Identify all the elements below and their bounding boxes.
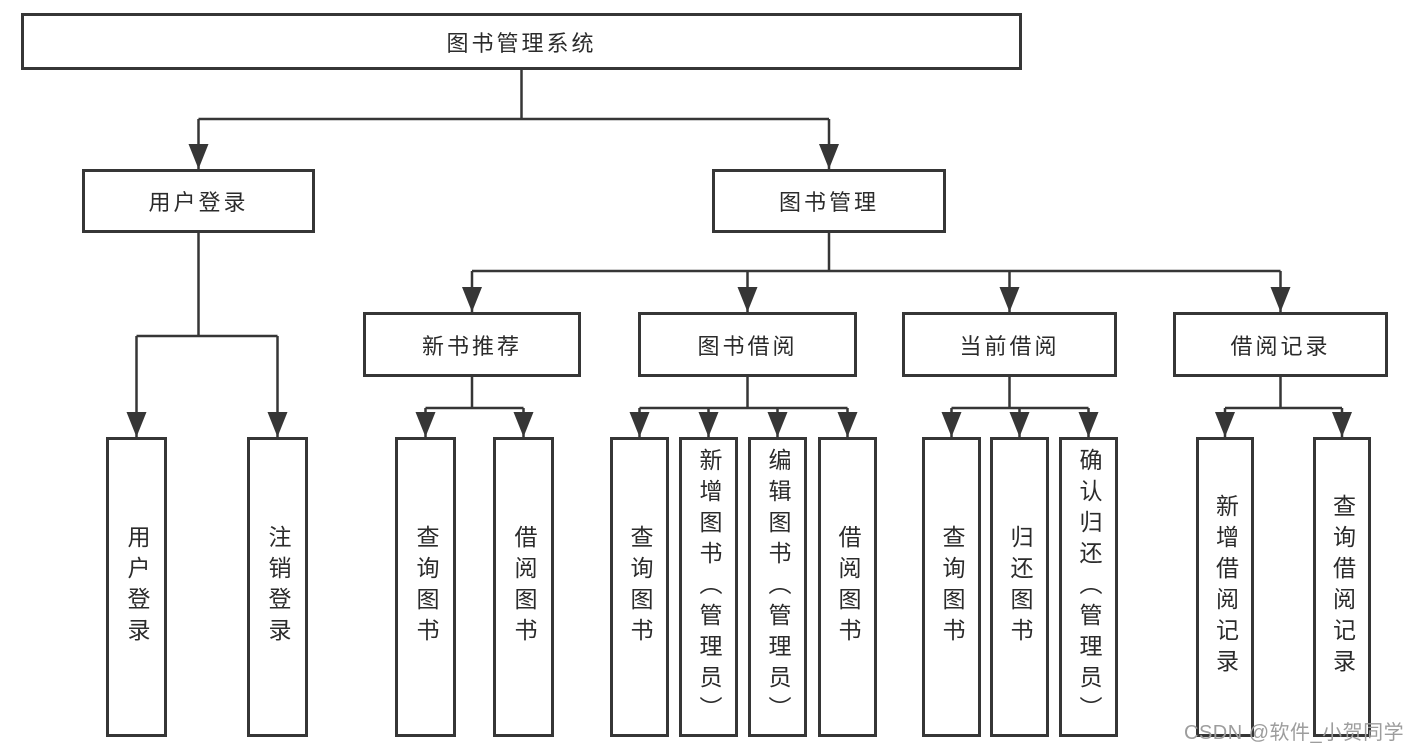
leaf-add-borrow-record: 新增借阅记录 (1196, 437, 1254, 737)
leaf-return-books: 归还图书 (990, 437, 1049, 737)
leaf-query-books-recommend: 查询图书 (395, 437, 456, 737)
node-book-management: 图书管理 (712, 169, 946, 233)
node-book-borrowing: 图书借阅 (638, 312, 857, 377)
node-current-borrowing: 当前借阅 (902, 312, 1117, 377)
leaf-query-books-current: 查询图书 (922, 437, 981, 737)
leaf-user-login: 用户登录 (106, 437, 167, 737)
leaf-query-borrow-record: 查询借阅记录 (1313, 437, 1371, 737)
node-borrowing-records: 借阅记录 (1173, 312, 1388, 377)
node-new-book-recommendation: 新书推荐 (363, 312, 581, 377)
leaf-add-books-admin: 新增图书（管理员） (679, 437, 738, 737)
leaf-edit-books-admin: 编辑图书（管理员） (748, 437, 807, 737)
csdn-watermark: CSDN @软件_小贺同学 (1184, 722, 1405, 744)
leaf-borrow-books: 借阅图书 (818, 437, 877, 737)
leaf-confirm-return-admin: 确认归还（管理员） (1059, 437, 1118, 737)
flow-arrows (126, 119, 1352, 437)
node-root-library-system: 图书管理系统 (21, 13, 1022, 70)
leaf-query-books-borrow: 查询图书 (610, 437, 669, 737)
leaf-logout: 注销登录 (247, 437, 308, 737)
node-user-login: 用户登录 (82, 169, 315, 233)
leaf-borrow-books-recommend: 借阅图书 (493, 437, 554, 737)
